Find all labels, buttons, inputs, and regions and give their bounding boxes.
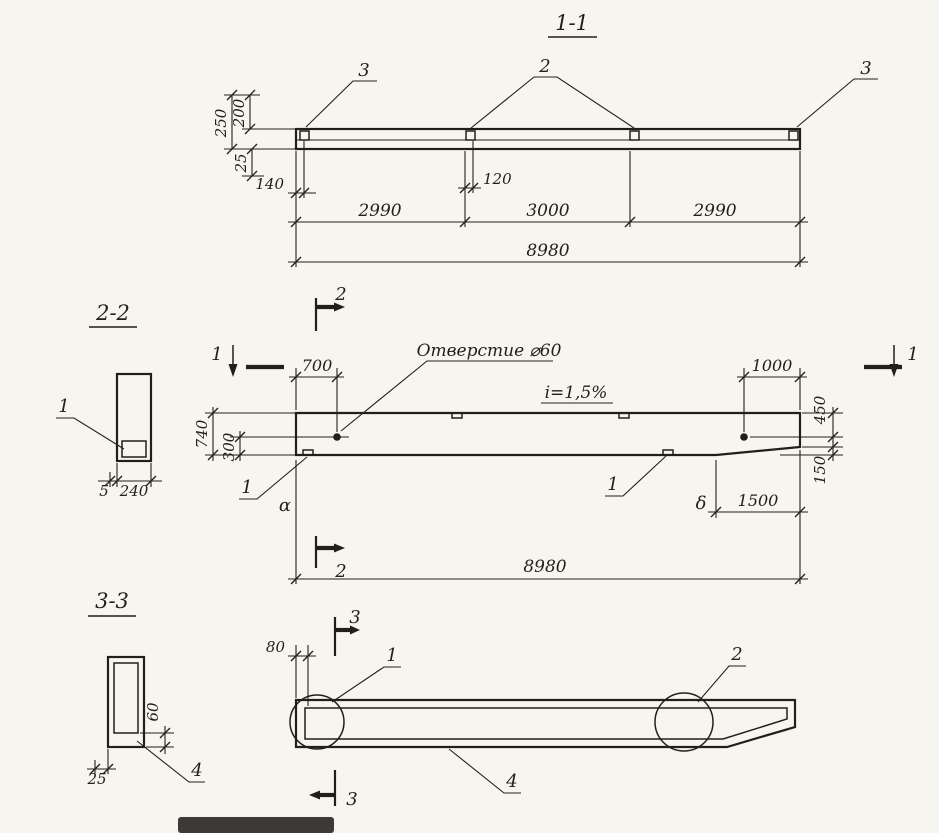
dim-total-length: 8980 xyxy=(523,557,566,577)
node-letter-a: α xyxy=(279,495,291,516)
dim-span-2: 3000 xyxy=(526,201,569,221)
callout-plate-mid: 2 xyxy=(538,56,550,77)
beam-bottom-outline xyxy=(294,698,797,749)
embedded-plate-squares xyxy=(299,130,799,141)
dim-span-1: 2990 xyxy=(357,201,401,221)
callout-1-right-leader xyxy=(605,455,667,497)
dim-60: 60 xyxy=(144,702,162,722)
dimension-lines xyxy=(87,726,166,770)
callout-4: 4 xyxy=(505,771,517,792)
cut-marker-2-bottom: 2 xyxy=(314,536,347,582)
dim-span-3: 2990 xyxy=(692,201,736,221)
dimension-ticks xyxy=(226,89,806,268)
callout-4: 4 xyxy=(190,760,202,781)
callout-2-leader xyxy=(697,665,746,703)
hole-right xyxy=(740,433,748,441)
dimension-lines xyxy=(231,95,808,263)
callout-plate-right: 3 xyxy=(860,58,871,79)
dim-300: 300 xyxy=(220,432,238,461)
view-3-3-title: 3-3 xyxy=(95,589,129,613)
arrow-right-icon xyxy=(334,302,345,312)
cut-label-3-top: 3 xyxy=(349,607,360,628)
dim-5: 5 xyxy=(99,482,109,500)
dim-700: 700 xyxy=(302,356,333,375)
slope-note: i=1,5% xyxy=(545,383,608,403)
dim-240: 240 xyxy=(119,482,149,500)
dim-150: 150 xyxy=(811,455,829,484)
cut-label-2-bottom: 2 xyxy=(334,561,346,582)
cut-marker-2-top: 2 xyxy=(314,284,347,331)
extension-lines xyxy=(109,463,152,487)
cut-marker-1-left: 1 xyxy=(211,344,284,377)
embedded-plate-marks xyxy=(302,413,674,455)
callout-1: 1 xyxy=(58,396,69,417)
dimension-ticks xyxy=(89,727,171,775)
cut-marker-3-bottom: 3 xyxy=(309,770,358,810)
arrow-right-icon xyxy=(334,543,345,553)
hole-note: Отверстие ⌀60 xyxy=(417,341,562,361)
view-1-1-title: 1-1 xyxy=(555,11,589,35)
hole-note-leader xyxy=(340,360,553,432)
callout-1-right: 1 xyxy=(607,474,618,495)
arrow-down-icon xyxy=(889,364,899,377)
dim-25: 25 xyxy=(232,153,250,173)
cut-label-1-left: 1 xyxy=(211,344,222,365)
dim-80: 80 xyxy=(266,638,286,656)
cut-label-3-bottom: 3 xyxy=(346,789,357,810)
extension-lines xyxy=(205,368,843,584)
callout-2: 2 xyxy=(730,644,742,665)
cut-marker-1-right: 1 xyxy=(864,344,919,377)
arrow-right-icon xyxy=(350,625,360,635)
extension-lines xyxy=(224,94,801,267)
dim-250: 250 xyxy=(212,108,230,138)
arrow-down-icon xyxy=(228,364,238,377)
scan-smudge-artifact xyxy=(178,817,334,833)
dim-120: 120 xyxy=(483,170,512,188)
extension-lines xyxy=(94,732,174,774)
beam-bottom-inner-wall xyxy=(304,707,788,740)
section-3-3-inner-wall xyxy=(113,662,139,734)
dim-450: 450 xyxy=(811,395,829,425)
node-letter-b: δ xyxy=(696,493,707,514)
beam-elevation-outline xyxy=(294,127,802,151)
dim-25: 25 xyxy=(86,770,106,788)
dim-200: 200 xyxy=(230,98,248,128)
bottom-view: 3 80 1 2 4 3 xyxy=(266,607,797,810)
section-2-2-outline xyxy=(115,372,153,463)
dim-1000: 1000 xyxy=(752,356,793,375)
callout-1-leader xyxy=(331,666,401,703)
dim-1500: 1500 xyxy=(738,491,779,510)
dim-total-length: 8980 xyxy=(526,241,569,261)
cut-label-2-top: 2 xyxy=(334,284,346,305)
section-3-3-outline xyxy=(106,655,146,749)
view-1-1: 1-1 3 2 3 xyxy=(212,11,878,268)
callout-plate-left: 3 xyxy=(358,60,369,81)
dimension-lines xyxy=(212,376,834,580)
view-2-2: 2-2 1 5 240 xyxy=(56,301,162,500)
callout-4-leader xyxy=(136,740,205,783)
callout-1-leader xyxy=(56,417,125,450)
cut-label-1-right: 1 xyxy=(907,344,918,365)
view-2-2-title: 2-2 xyxy=(95,301,130,325)
callout-4-leader xyxy=(448,748,521,794)
detail-circle-left xyxy=(289,694,345,750)
view-3-3: 3-3 60 25 4 xyxy=(86,589,205,788)
callout-1-left-leader xyxy=(239,456,308,500)
beam-plan-outline xyxy=(294,411,802,457)
detail-circle-right xyxy=(654,692,714,752)
callout-leader-lines xyxy=(305,76,878,129)
dim-740: 740 xyxy=(193,419,211,448)
arrow-left-icon xyxy=(309,790,320,800)
callout-1-left: 1 xyxy=(241,477,252,498)
section-2-2-inner-lip xyxy=(121,440,147,458)
cut-marker-3-top: 3 xyxy=(333,607,361,656)
dim-140: 140 xyxy=(255,175,284,193)
plan-view: 2 1 1 Отверстие ⌀60 i= xyxy=(193,284,919,585)
callout-1: 1 xyxy=(386,645,397,666)
